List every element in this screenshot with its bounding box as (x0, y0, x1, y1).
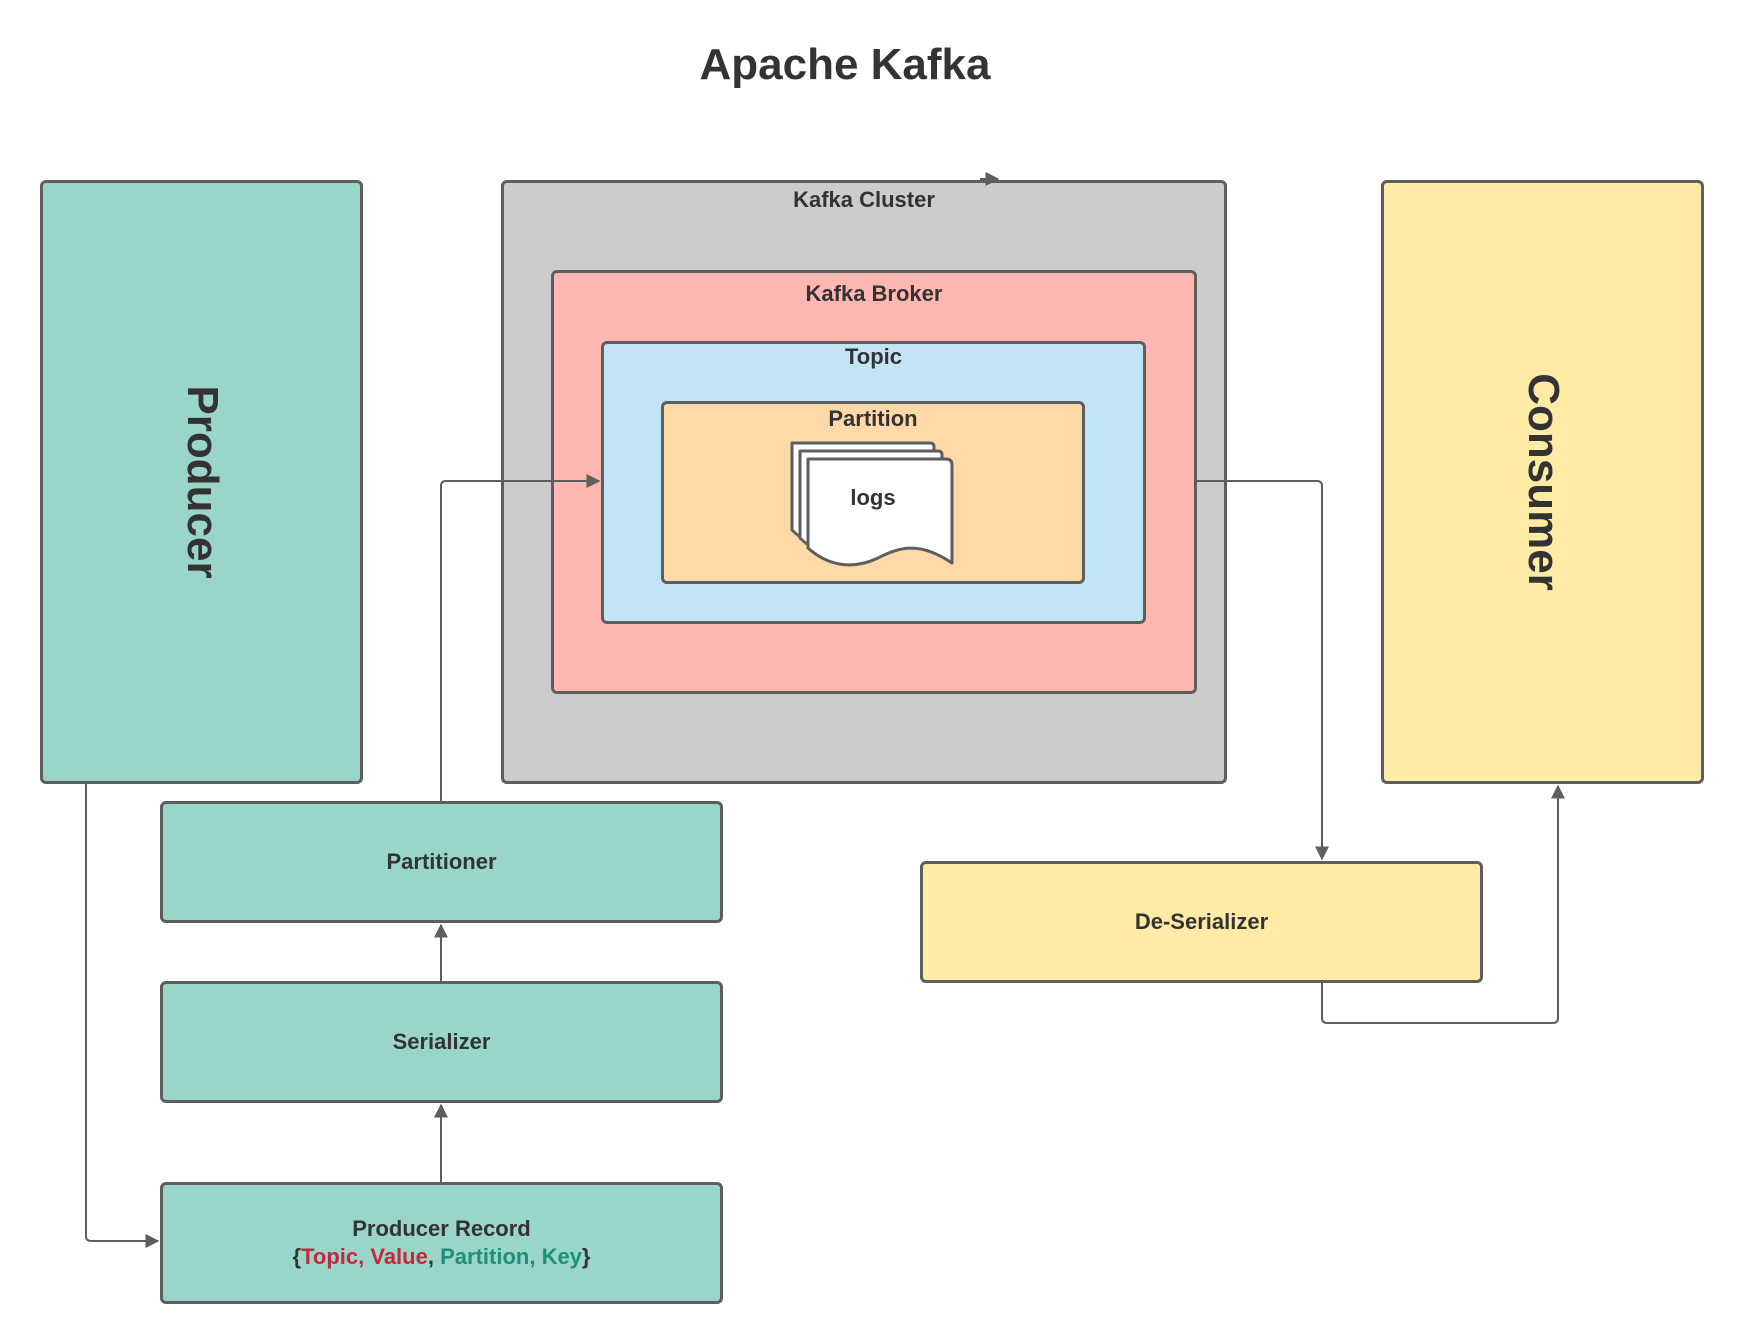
consumer-label: Consumer (1518, 373, 1568, 591)
record-comma: , (427, 1244, 434, 1269)
partitioner-label: Partitioner (386, 849, 497, 874)
deserializer-label: De-Serializer (1134, 909, 1269, 934)
kafka-cluster-label: Kafka Cluster (793, 187, 935, 212)
producer-box[interactable]: Producer (40, 180, 363, 784)
topic-label: Topic (844, 344, 903, 369)
serializer-label: Serializer (392, 1029, 491, 1054)
record-close-brace: } (581, 1244, 591, 1269)
consumer-box[interactable]: Consumer (1381, 180, 1704, 784)
partition-label: Partition (828, 406, 918, 431)
deserializer-box[interactable]: De-Serializer (920, 861, 1483, 983)
partitioner-box[interactable]: Partitioner (160, 801, 723, 923)
record-open-brace: { (292, 1244, 302, 1269)
producer-record-box[interactable]: Producer Record {Topic, Value, Partition… (160, 1182, 723, 1304)
record-field-partition: Partition, (440, 1244, 536, 1269)
record-field-topic: Topic, (301, 1244, 365, 1269)
diagram-title: Apache Kafka (699, 40, 991, 89)
record-field-value: Value (370, 1244, 428, 1269)
producer-record-content: Producer Record {Topic, Value, Partition… (163, 1185, 720, 1301)
producer-label: Producer (177, 385, 227, 579)
producer-record-fields: {Topic, Value, Partition, Key} (293, 1244, 591, 1270)
serializer-box[interactable]: Serializer (160, 981, 723, 1103)
logs-label: logs (850, 485, 896, 510)
producer-record-label: Producer Record (352, 1216, 531, 1241)
arrow-producer-to-record (85, 784, 160, 1248)
record-field-key: Key (541, 1244, 582, 1269)
kafka-broker-label: Kafka Broker (805, 281, 943, 306)
